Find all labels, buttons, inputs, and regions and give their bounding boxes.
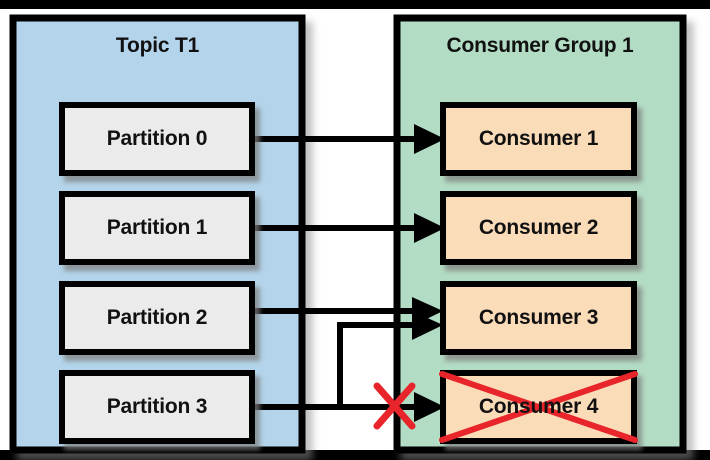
link-partition-0-consumer-1 bbox=[250, 124, 445, 154]
frame-top-bar bbox=[0, 0, 710, 9]
failed-consumer-x-icon bbox=[439, 371, 638, 443]
broken-link-x-icon bbox=[373, 382, 416, 430]
partition-box-2[interactable] bbox=[59, 281, 255, 355]
consumer-box-1[interactable] bbox=[440, 191, 637, 265]
consumer-box-2[interactable] bbox=[440, 281, 637, 355]
failure-marks bbox=[373, 371, 638, 443]
frame-bottom-bar bbox=[0, 450, 710, 460]
link-partition-3-consumer-3-reassigned bbox=[337, 311, 443, 407]
partition-boxes bbox=[59, 102, 255, 444]
assignment-links bbox=[250, 124, 445, 422]
partition-box-0[interactable] bbox=[59, 102, 255, 176]
partition-box-1[interactable] bbox=[59, 191, 255, 265]
consumer-box-0[interactable] bbox=[440, 102, 637, 176]
link-partition-1-consumer-2 bbox=[250, 213, 445, 243]
partition-box-3[interactable] bbox=[59, 370, 255, 444]
